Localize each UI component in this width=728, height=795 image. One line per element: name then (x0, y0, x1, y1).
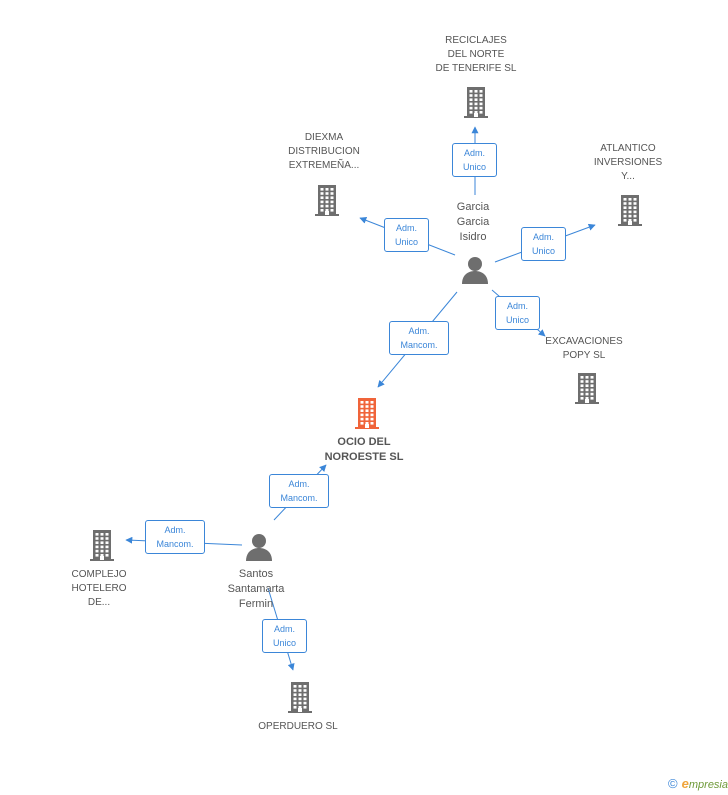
building-icon-main[interactable] (352, 396, 382, 430)
edge-label-garcia-ocio[interactable]: Adm. Mancom. (389, 321, 449, 355)
edge-label-garcia-reciclajes[interactable]: Adm. Unico (452, 143, 497, 177)
edge-label-garcia-diexma[interactable]: Adm. Unico (384, 218, 429, 252)
brand-footer[interactable]: ©empresia (668, 776, 728, 791)
edge-label-santos-operduero[interactable]: Adm. Unico (262, 619, 307, 653)
person-label-santos: Santos Santamarta Fermin (227, 568, 285, 610)
edge-label-garcia-excavaciones[interactable]: Adm. Unico (495, 296, 540, 330)
person-label-garcia: Garcia Garcia Isidro (456, 201, 490, 243)
company-label-operduero: OPERDUERO SL (258, 721, 338, 732)
company-label-complejo: COMPLEJO HOTELERO DE... (71, 569, 127, 608)
building-icon[interactable] (572, 371, 602, 405)
company-label-atlantico: ATLANTICO INVERSIONES Y... (593, 143, 663, 182)
edge-label-santos-ocio[interactable]: Adm. Mancom. (269, 474, 329, 508)
building-icon[interactable] (461, 85, 491, 119)
company-label-reciclajes: RECICLAJES DEL NORTE DE TENERIFE SL (435, 35, 517, 74)
building-icon[interactable] (312, 183, 342, 217)
brand-initial: e (681, 776, 689, 791)
brand-name: mpresia (688, 779, 728, 791)
company-label-ocio[interactable]: OCIO DEL NOROESTE SL (324, 436, 404, 463)
copyright-icon: © (668, 776, 678, 791)
company-label-diexma: DIEXMA DISTRIBUCION EXTREMEÑA... (288, 132, 360, 171)
building-icon[interactable] (87, 528, 117, 562)
edge-label-santos-complejo[interactable]: Adm. Mancom. (145, 520, 205, 554)
edge-label-garcia-atlantico[interactable]: Adm. Unico (521, 227, 566, 261)
person-icon[interactable] (244, 532, 274, 562)
building-icon[interactable] (615, 193, 645, 227)
company-label-excavaciones: EXCAVACIONES POPY SL (545, 336, 623, 361)
building-icon[interactable] (285, 680, 315, 714)
person-icon[interactable] (460, 255, 490, 285)
